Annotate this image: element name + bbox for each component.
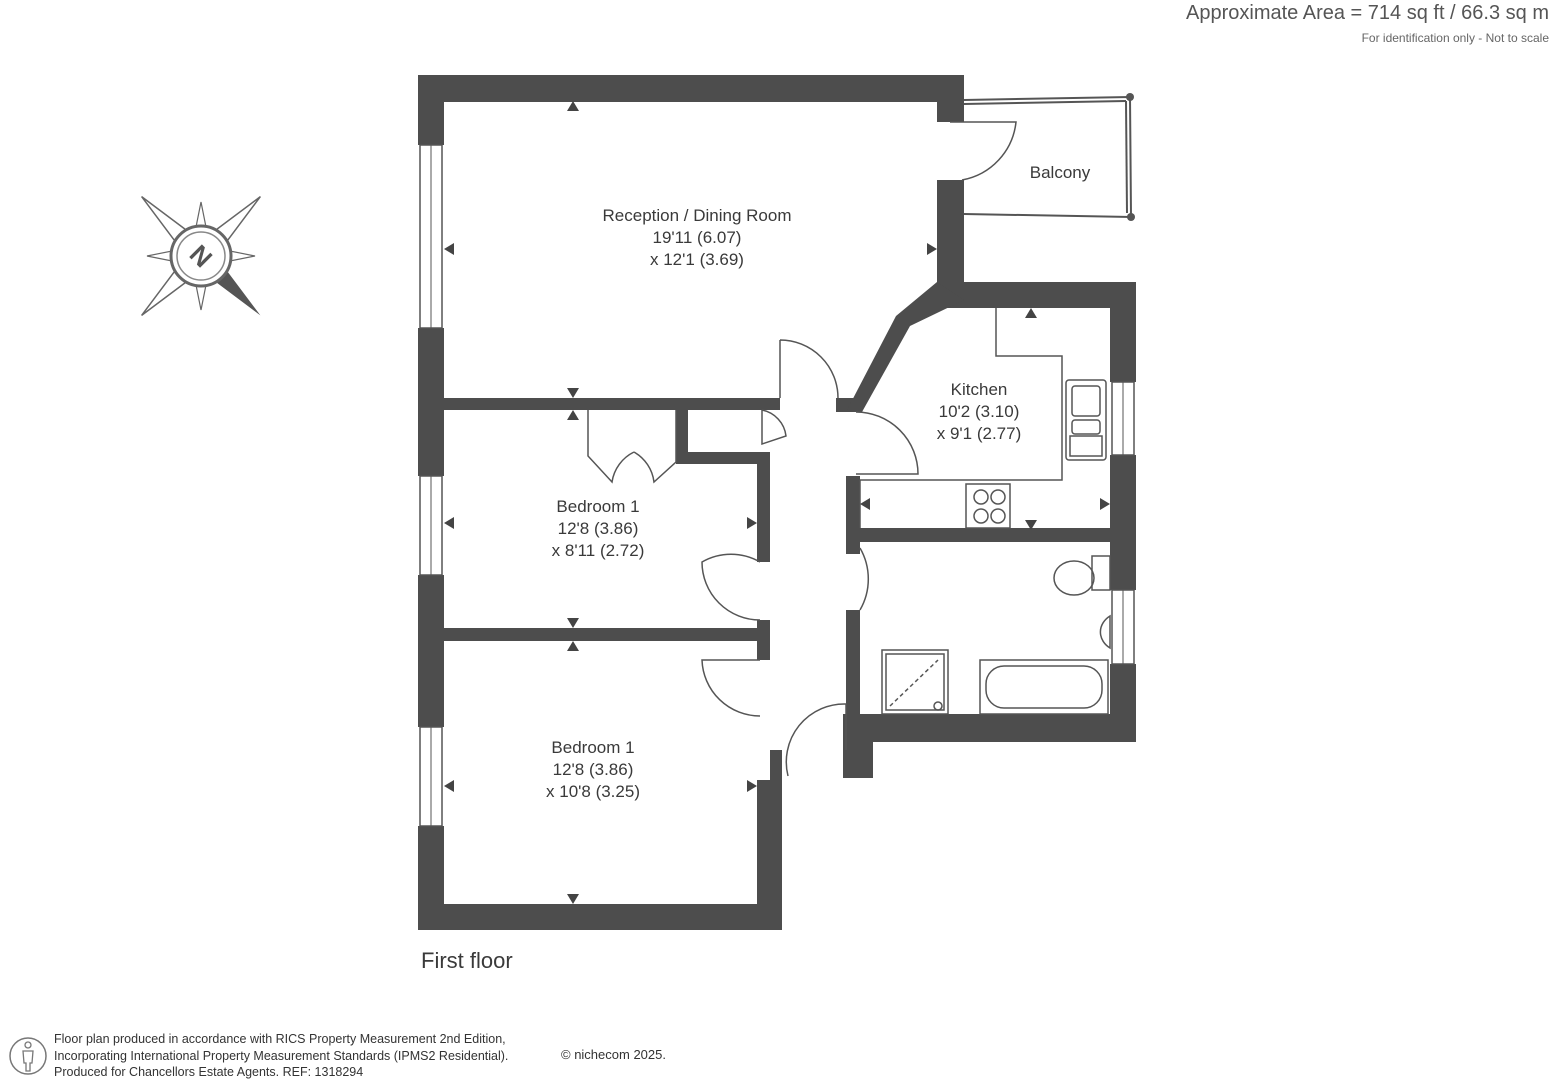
room-dimension: 10'2 (3.10): [938, 402, 1020, 421]
reception-door: [779, 339, 839, 399]
wall: [757, 620, 770, 660]
room-dimension: 12'8 (3.86): [552, 760, 634, 779]
room-name: Balcony: [1029, 163, 1091, 182]
wall: [846, 528, 1136, 542]
bathroom-door: [859, 547, 870, 611]
wall: [846, 610, 860, 720]
wall: [843, 714, 873, 778]
room-label-bedroom-b: Bedroom 1 12'8 (3.86) x 10'8 (3.25): [546, 737, 640, 803]
wall: [444, 628, 770, 641]
bedroom-b-door: [701, 659, 761, 717]
hob: [965, 483, 1011, 529]
footer-line: Floor plan produced in accordance with R…: [54, 1032, 506, 1046]
bathtub: [979, 659, 1109, 715]
wall: [757, 780, 782, 930]
room-label-bedroom-a: Bedroom 1 12'8 (3.86) x 8'11 (2.72): [552, 496, 645, 562]
room-dimension: x 8'11 (2.72): [551, 541, 645, 560]
angled-wall: [846, 282, 964, 412]
room-dimension: x 10'8 (3.25): [546, 782, 640, 801]
balcony-door: [950, 121, 1017, 181]
wall: [1110, 455, 1136, 590]
kitchen-sink: [1065, 379, 1107, 461]
copyright: © nichecom 2025.: [561, 1047, 666, 1062]
wall: [418, 575, 444, 727]
kitchen-worktop: [860, 308, 1063, 481]
wall: [846, 476, 860, 554]
room-dimension: x 12'1 (3.69): [650, 250, 744, 269]
wall: [676, 452, 770, 464]
wall: [770, 750, 782, 780]
room-dimension: 12'8 (3.86): [557, 519, 639, 538]
footer-line: Incorporating International Property Mea…: [54, 1048, 509, 1063]
wall: [937, 180, 964, 300]
wall: [418, 328, 444, 476]
footer-text: Floor plan produced in accordance with R…: [54, 1031, 508, 1081]
wall: [937, 282, 1136, 308]
wall: [444, 398, 780, 410]
room-name: Reception / Dining Room: [602, 206, 792, 225]
wall: [418, 75, 964, 102]
washbasin: [1099, 614, 1111, 650]
wall: [418, 904, 782, 930]
shower-tray: [881, 649, 949, 715]
balcony-outline: [963, 95, 1133, 219]
room-name: Bedroom 1: [551, 738, 635, 757]
footer-line: Produced for Chancellors Estate Agents. …: [54, 1065, 364, 1079]
wall: [937, 75, 964, 122]
kitchen-door: [855, 411, 919, 475]
wall: [1110, 282, 1136, 382]
room-label-reception: Reception / Dining Room 19'11 (6.07) x 1…: [603, 205, 792, 271]
wall: [846, 714, 1136, 742]
bedroom-a-door: [701, 553, 761, 621]
wardrobe-doors: [587, 410, 677, 484]
cupboard-door: [761, 409, 787, 446]
wall: [676, 410, 688, 462]
north-compass-icon: N: [141, 196, 261, 316]
wall: [418, 75, 444, 145]
person-scale-icon: [9, 1037, 47, 1075]
room-label-kitchen: Kitchen 10'2 (3.10) x 9'1 (2.77): [937, 379, 1022, 445]
room-dimension: 19'11 (6.07): [652, 228, 742, 247]
approximate-area: Approximate Area = 714 sq ft / 66.3 sq m: [1186, 2, 1549, 24]
wall: [757, 452, 770, 562]
toilet: [1053, 560, 1095, 596]
room-name: Bedroom 1: [556, 497, 640, 516]
room-label-balcony: Balcony: [1030, 162, 1090, 184]
entrance-door: [785, 703, 847, 777]
toilet-cistern: [1091, 555, 1111, 591]
room-dimension: x 9'1 (2.77): [936, 424, 1022, 443]
room-name: Kitchen: [950, 380, 1008, 399]
disclaimer: For identification only - Not to scale: [1361, 31, 1549, 45]
floor-label: First floor: [421, 948, 513, 973]
